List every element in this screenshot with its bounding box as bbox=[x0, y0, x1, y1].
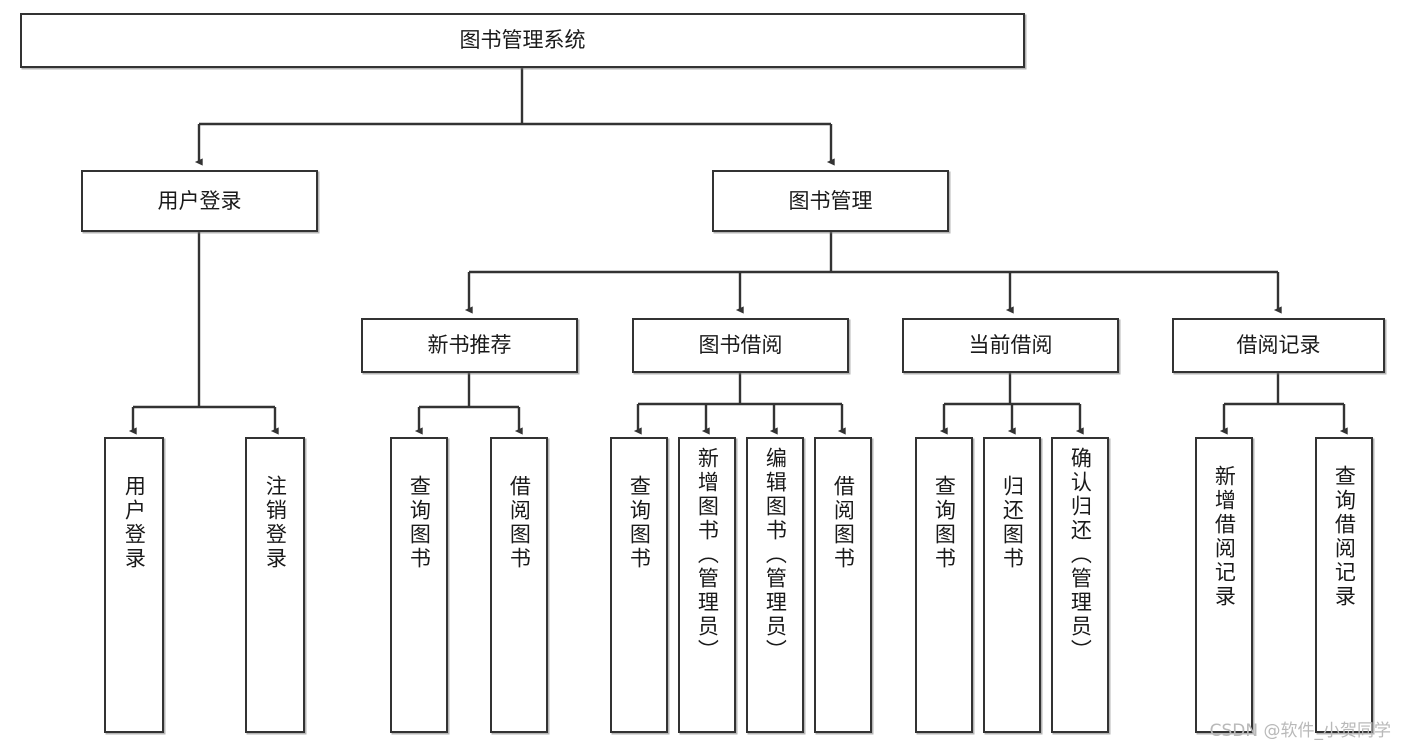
leaf-user-logout[interactable]: 注销登录 bbox=[245, 437, 305, 733]
node-current-borrow-label: 当前借阅 bbox=[968, 333, 1053, 358]
node-borrow-records[interactable]: 借阅记录 bbox=[1172, 318, 1385, 373]
node-book-borrow-label: 图书借阅 bbox=[698, 333, 783, 358]
node-book-management-label: 图书管理 bbox=[788, 188, 873, 213]
node-current-borrow[interactable]: 当前借阅 bbox=[902, 318, 1119, 373]
node-user-login-label: 用户登录 bbox=[157, 188, 242, 213]
leaf-user-logout-label: 注销登录 bbox=[263, 475, 288, 571]
leaf-query-record-label: 查询借阅记录 bbox=[1332, 465, 1357, 609]
leaf-query-record[interactable]: 查询借阅记录 bbox=[1315, 437, 1373, 733]
leaf-query-book-borrow[interactable]: 查询图书 bbox=[610, 437, 668, 733]
leaf-query-book-current-label: 查询图书 bbox=[932, 475, 957, 571]
node-root[interactable]: 图书管理系统 bbox=[20, 13, 1025, 68]
leaf-borrow-book-new[interactable]: 借阅图书 bbox=[490, 437, 548, 733]
leaf-add-book[interactable]: 新增图书（管理员） bbox=[678, 437, 736, 733]
node-new-book-recommend[interactable]: 新书推荐 bbox=[361, 318, 578, 373]
node-new-book-recommend-label: 新书推荐 bbox=[427, 333, 512, 358]
node-user-login[interactable]: 用户登录 bbox=[81, 170, 318, 232]
leaf-query-book-borrow-label: 查询图书 bbox=[627, 475, 652, 571]
leaf-confirm-return[interactable]: 确认归还（管理员） bbox=[1051, 437, 1109, 733]
node-borrow-records-label: 借阅记录 bbox=[1236, 333, 1321, 358]
leaf-confirm-return-label: 确认归还（管理员） bbox=[1068, 447, 1093, 663]
leaf-user-login-label: 用户登录 bbox=[122, 475, 147, 571]
leaf-add-record-label: 新增借阅记录 bbox=[1212, 465, 1237, 609]
leaf-query-book-current[interactable]: 查询图书 bbox=[915, 437, 973, 733]
leaf-query-book-new-label: 查询图书 bbox=[407, 475, 432, 571]
node-book-management[interactable]: 图书管理 bbox=[712, 170, 949, 232]
leaf-query-book-new[interactable]: 查询图书 bbox=[390, 437, 448, 733]
node-book-borrow[interactable]: 图书借阅 bbox=[632, 318, 849, 373]
leaf-user-login[interactable]: 用户登录 bbox=[104, 437, 164, 733]
leaf-return-book-label: 归还图书 bbox=[1000, 475, 1025, 571]
leaf-edit-book-label: 编辑图书（管理员） bbox=[763, 447, 788, 663]
leaf-add-record[interactable]: 新增借阅记录 bbox=[1195, 437, 1253, 733]
leaf-return-book[interactable]: 归还图书 bbox=[983, 437, 1041, 733]
leaf-borrow-book[interactable]: 借阅图书 bbox=[814, 437, 872, 733]
leaf-add-book-label: 新增图书（管理员） bbox=[695, 447, 720, 663]
node-root-label: 图书管理系统 bbox=[459, 28, 586, 53]
leaf-borrow-book-new-label: 借阅图书 bbox=[507, 475, 532, 571]
leaf-borrow-book-label: 借阅图书 bbox=[831, 475, 856, 571]
leaf-edit-book[interactable]: 编辑图书（管理员） bbox=[746, 437, 804, 733]
watermark-text: CSDN @软件_小贺同学 bbox=[1209, 721, 1391, 741]
